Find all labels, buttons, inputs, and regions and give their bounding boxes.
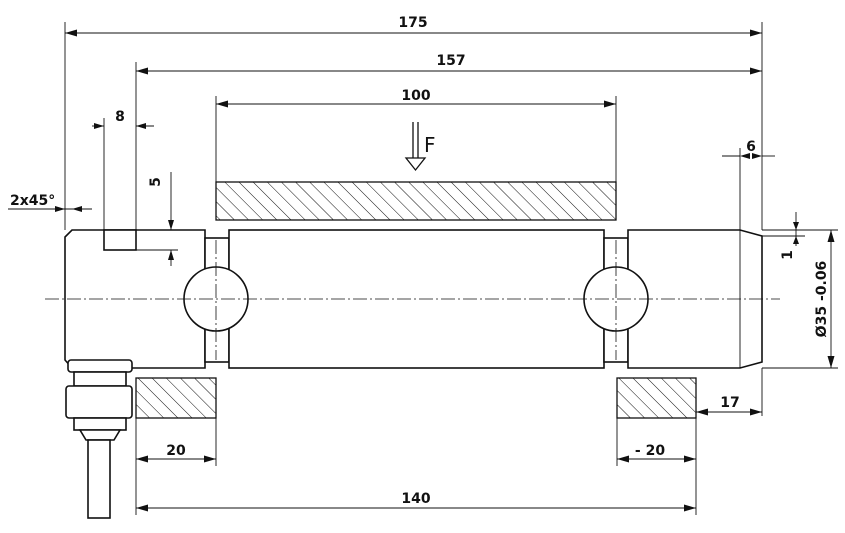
dim-total-length: 175	[64, 15, 763, 230]
dim-slot-depth: 5	[136, 172, 178, 266]
dim-diameter: Ø35 -0.06	[762, 229, 838, 369]
left-support	[135, 377, 217, 419]
dim-support-right: - 20	[616, 418, 697, 515]
dim-100-label: 100	[401, 88, 430, 104]
dim-load-zone: 100	[215, 88, 617, 182]
right-support	[616, 377, 697, 419]
dim-6-label: 6	[746, 139, 756, 155]
load-pad	[215, 181, 617, 221]
dim-175-label: 175	[398, 15, 427, 31]
dim-slot-width: 8	[92, 109, 154, 230]
dim-body-length: 157	[135, 53, 762, 230]
cable-gland	[65, 359, 133, 519]
dim-diameter-label: Ø35 -0.06	[814, 261, 830, 338]
dim-chamfer: 2x45°	[8, 193, 92, 212]
dim-support-span: 140	[136, 491, 696, 512]
dim-17-label: 17	[720, 395, 739, 411]
dim-end-offset: 17	[696, 368, 763, 416]
dim-8-label: 8	[115, 109, 125, 125]
dim-20-right-label: - 20	[635, 443, 665, 459]
right-hole	[583, 266, 649, 332]
dim-157-label: 157	[436, 53, 465, 69]
cable	[87, 439, 111, 519]
dim-end-chamfer-length: 6	[722, 139, 775, 230]
dim-support-left: 20	[135, 418, 217, 515]
cable-slot	[103, 229, 137, 251]
dim-5-label: 5	[148, 177, 164, 187]
dim-chamfer-label: 2x45°	[10, 193, 55, 209]
dim-1-label: 1	[780, 250, 796, 260]
dim-20-left-label: 20	[166, 443, 186, 459]
force-label: F	[424, 133, 436, 157]
load-cell-body	[45, 229, 780, 369]
force-arrow: F	[404, 122, 436, 172]
dim-140-label: 140	[401, 491, 430, 507]
dim-end-chamfer-depth: 1	[762, 212, 805, 260]
